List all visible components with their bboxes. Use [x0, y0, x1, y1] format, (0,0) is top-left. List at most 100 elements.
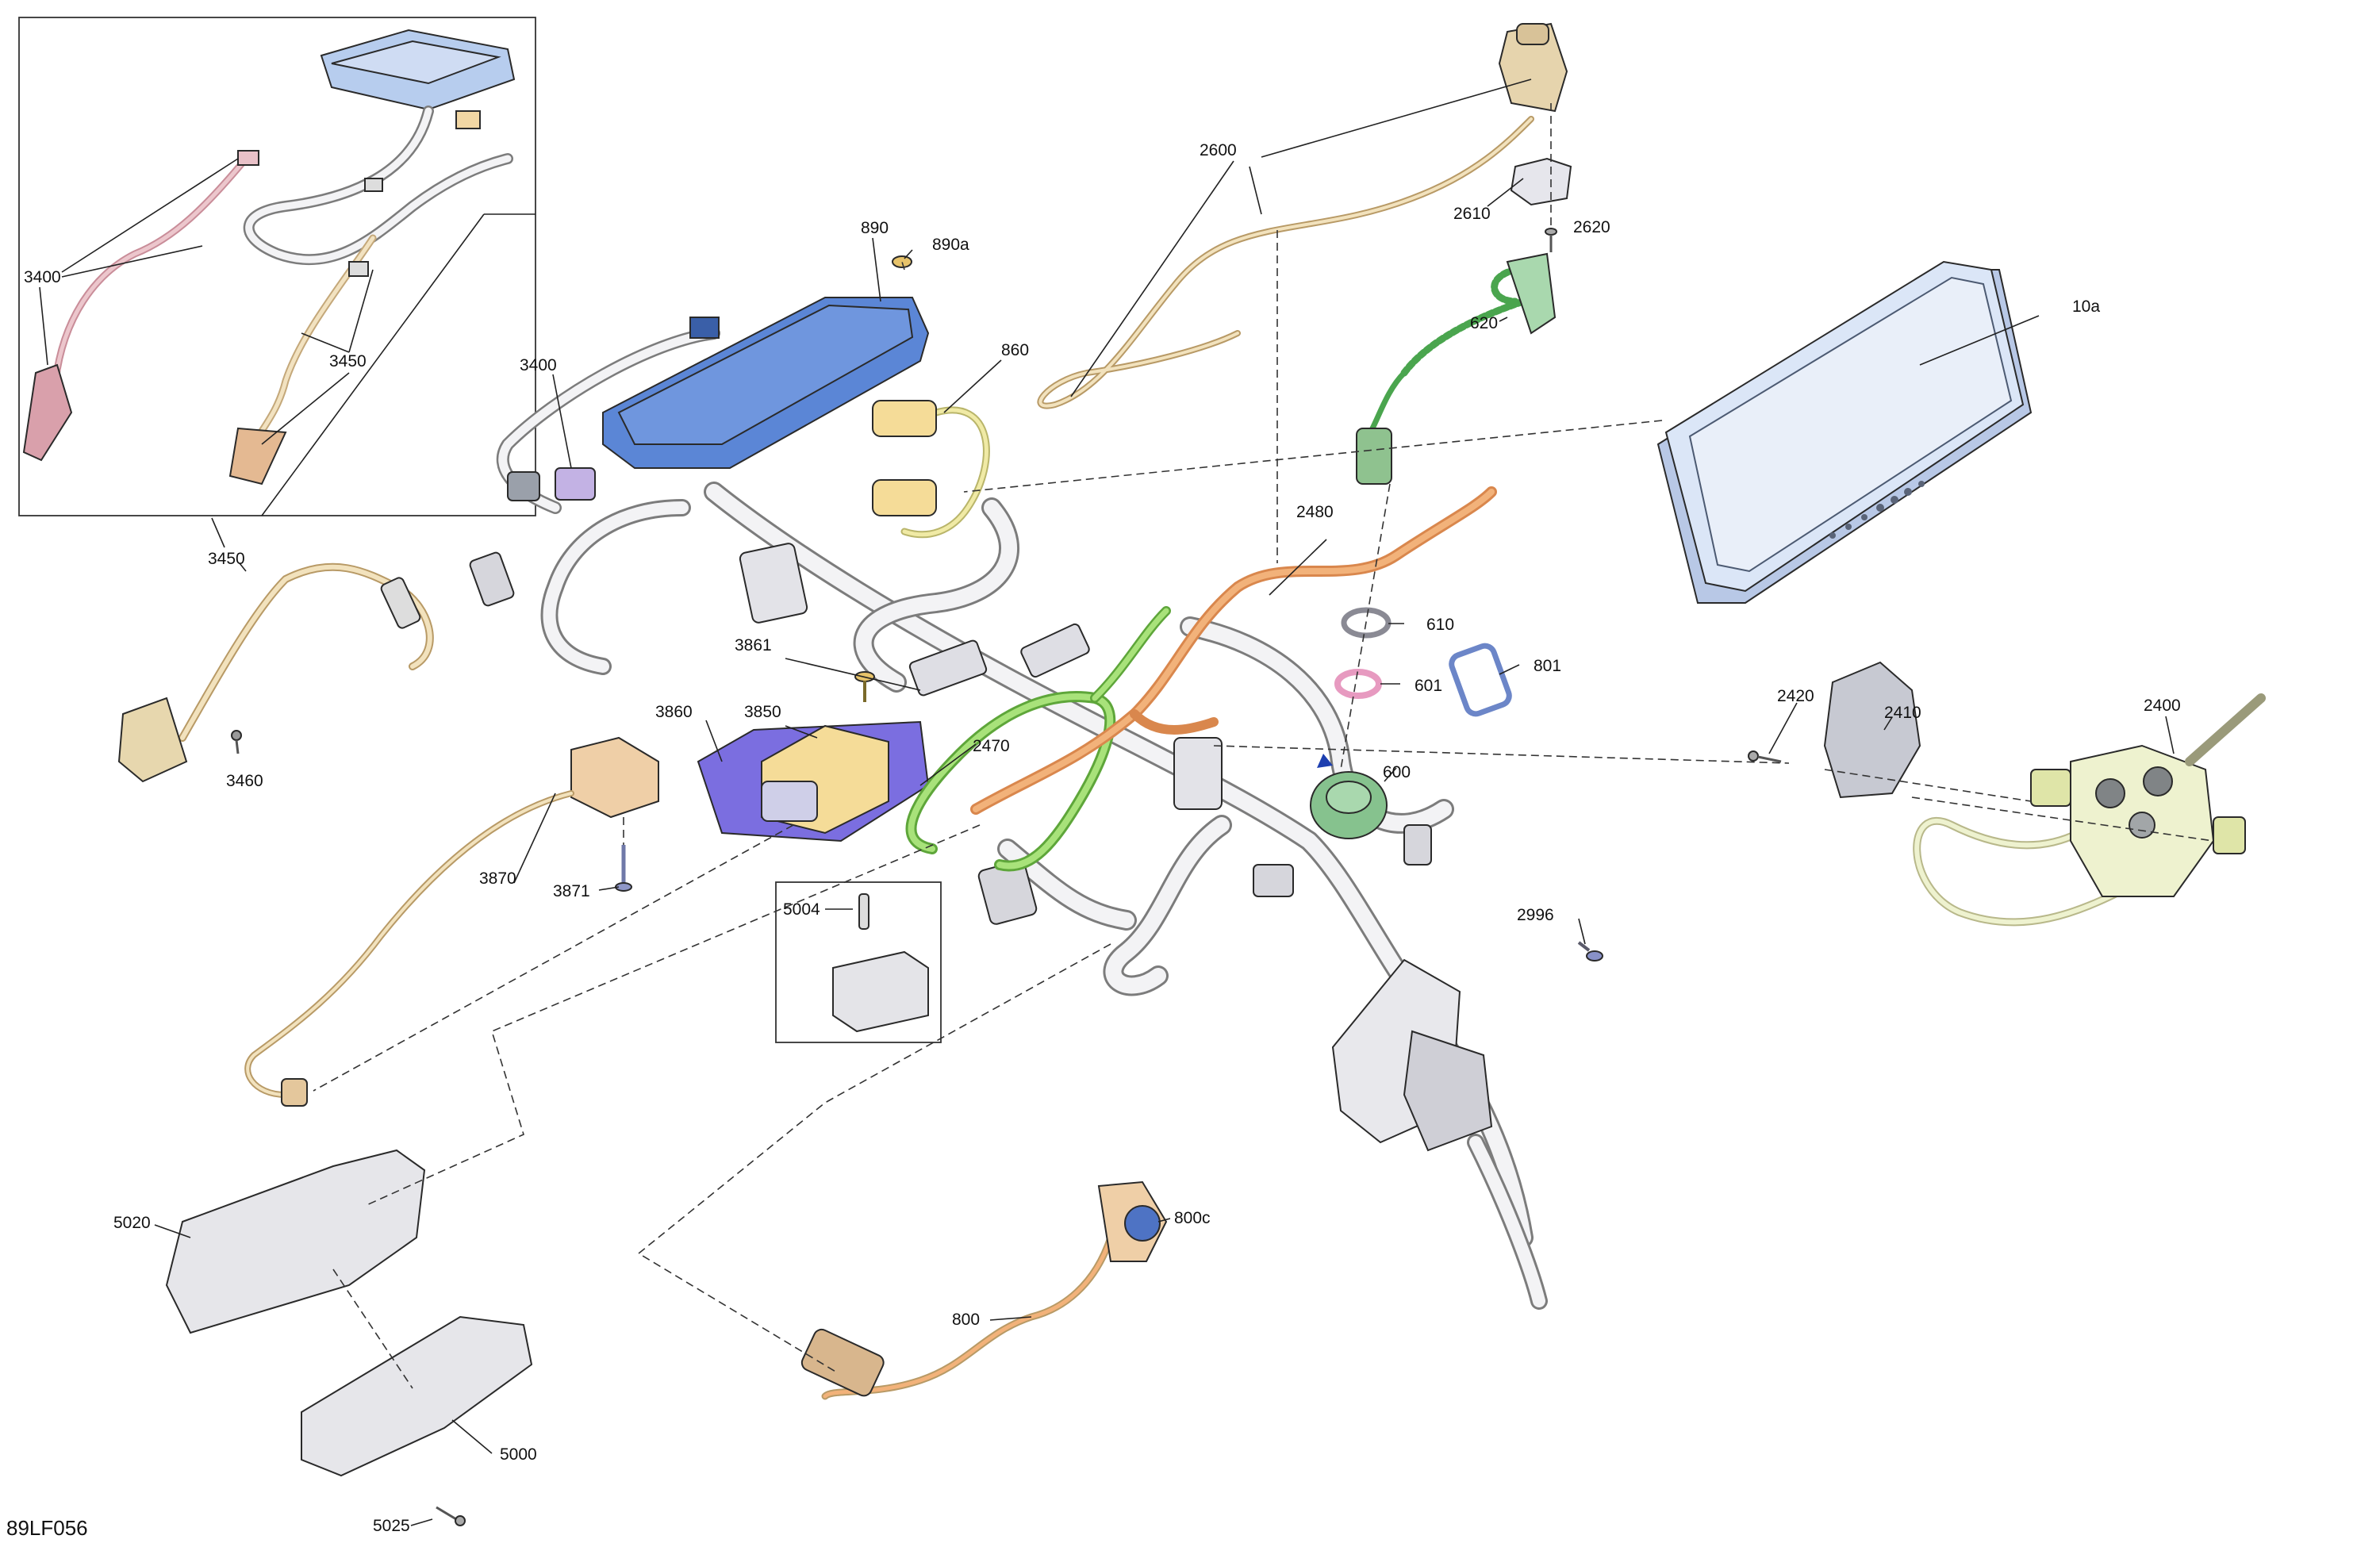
part-3870-sensor — [570, 736, 659, 819]
part-2480-core — [973, 489, 1495, 812]
callout-3460: 3460 — [226, 772, 263, 790]
part-10a-screen — [1688, 276, 2013, 573]
part-800c-cap — [1124, 1205, 1161, 1242]
inset-frame — [18, 17, 536, 516]
callout-3400-main: 3400 — [520, 356, 557, 374]
part-3860-3850 — [697, 720, 930, 843]
callout-3450-inset: 3450 — [329, 352, 367, 370]
part-5000-housing — [301, 1315, 533, 1477]
part-2600-core — [1038, 117, 1533, 408]
callout-2400: 2400 — [2144, 697, 2181, 715]
harness-connector-8 — [469, 551, 515, 607]
callout-5004: 5004 — [783, 900, 820, 919]
part-2480-harness — [970, 486, 1497, 815]
module-890-top — [617, 304, 914, 445]
inset-tan-sensor — [228, 427, 287, 486]
callout-800: 800 — [952, 1311, 980, 1329]
part-610-ring — [1341, 607, 1392, 639]
part-2400-button-c — [2129, 812, 2155, 839]
callout-601: 601 — [1415, 677, 1442, 695]
main-harness — [469, 482, 1548, 1310]
callout-610: 610 — [1426, 616, 1454, 634]
callout-3400-inset: 3400 — [24, 268, 61, 286]
part-2400-cable — [1914, 818, 2129, 925]
part-3400-connector-b — [507, 471, 540, 501]
part-620-plug — [1356, 428, 1392, 485]
part-3450-connector — [380, 577, 421, 629]
main-harness-left-branch-outline — [540, 499, 691, 675]
part-860-connector-top — [872, 400, 937, 437]
callout-2996: 2996 — [1517, 906, 1554, 924]
callout-890a: 890a — [932, 236, 969, 254]
part-2410-housing — [1823, 661, 1921, 799]
callout-3850: 3850 — [744, 703, 781, 721]
lower-ecu-module — [1403, 1030, 1493, 1152]
part-600-arrow — [1317, 754, 1333, 768]
part-600-cap — [1326, 781, 1372, 814]
part-3870-connector — [281, 1078, 308, 1107]
callout-3860: 3860 — [655, 703, 693, 721]
part-2400-connector-b — [2213, 816, 2246, 854]
harness-connector-2 — [908, 639, 988, 697]
callout-2410: 2410 — [1884, 704, 1921, 722]
inset-connector-a — [237, 150, 259, 166]
part-3460-screw — [231, 730, 242, 754]
part-3850-connector — [761, 781, 818, 822]
part-890a-washer — [892, 255, 912, 268]
document-code: 89LF056 — [6, 1516, 88, 1540]
part-2470-branch-core — [1092, 608, 1169, 701]
inset-harness — [245, 107, 512, 263]
part-2470-core — [908, 693, 1114, 869]
part-5004-inset — [775, 881, 942, 1043]
inset-connector-b — [364, 178, 383, 192]
callout-3870: 3870 — [479, 869, 516, 888]
part-3450-harness — [180, 564, 432, 740]
part-600-sensor — [1310, 754, 1388, 839]
callout-600: 600 — [1383, 763, 1411, 781]
main-harness-right-branch — [1182, 619, 1452, 831]
part-3400 — [507, 467, 596, 501]
callout-5020: 5020 — [113, 1214, 151, 1232]
part-2420-screw — [1748, 750, 1782, 763]
harness-connector-1 — [739, 543, 808, 624]
part-800-connector — [800, 1328, 885, 1397]
harness-connector-3 — [1020, 623, 1090, 678]
part-5004-frame — [775, 881, 942, 1043]
inset-tan-harness-inner — [251, 236, 375, 447]
assembly-dashed-lines — [313, 103, 2214, 1389]
callout-3871: 3871 — [553, 882, 590, 900]
callout-2600: 2600 — [1200, 141, 1237, 159]
leader-lines — [39, 79, 2175, 1526]
part-3400-connector-a — [555, 467, 596, 501]
part-3870-harness-outline — [244, 790, 574, 1098]
callout-labels: 3400 3400 3450 3450 3460 890 890a 860 26… — [24, 141, 2181, 1535]
part-860-connector-bottom — [872, 479, 937, 516]
callout-860: 860 — [1001, 341, 1029, 359]
main-harness-loop — [1105, 817, 1230, 994]
part-601-ring — [1334, 669, 1382, 699]
part-2480-branch — [1130, 709, 1219, 735]
part-860 — [872, 400, 990, 539]
callout-2470: 2470 — [973, 737, 1010, 755]
part-2996-screw — [1577, 941, 1603, 961]
part-2400-stalk — [2185, 693, 2266, 766]
part-2610-bracket — [1510, 157, 1572, 206]
part-2400-switch — [1913, 693, 2266, 927]
part-2600-switch — [1498, 22, 1568, 113]
inset-link-line-diag — [261, 213, 485, 516]
callout-2620: 2620 — [1573, 218, 1610, 236]
part-620-clip — [1506, 252, 1557, 335]
callout-2480: 2480 — [1296, 503, 1334, 521]
part-5020-housing — [165, 1149, 426, 1334]
part-5004-connector — [832, 950, 929, 1033]
part-3450 — [117, 562, 434, 783]
callout-2420: 2420 — [1777, 687, 1814, 705]
inset-connector-c — [455, 110, 481, 129]
callout-890: 890 — [861, 219, 889, 237]
callout-5000: 5000 — [500, 1445, 537, 1464]
part-10a-display — [1656, 260, 2033, 604]
part-800 — [800, 1180, 1168, 1400]
part-620-coil — [1356, 252, 1557, 485]
part-10a-buttons — [1829, 481, 1925, 539]
